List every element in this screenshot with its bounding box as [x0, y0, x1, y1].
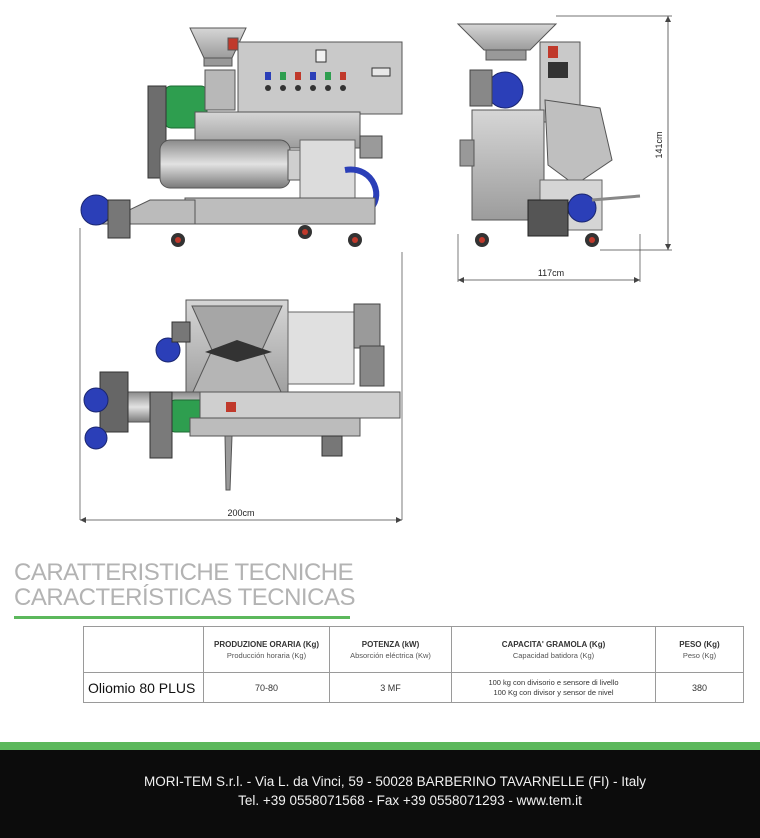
capacity-line-es: 100 Kg con divisor y sensor de nivel — [493, 687, 614, 697]
production-cell: 70-80 — [203, 672, 330, 703]
title-italian: CARATTERISTICHE TECNICHE — [14, 559, 354, 586]
table-row: Oliomio 80 PLUS 70-80 3 MF 100 kg con di… — [83, 672, 744, 703]
title-spanish: CARACTERÍSTICAS TECNICAS — [14, 584, 355, 611]
width-dimension-label: 200cm — [227, 508, 254, 518]
front-view — [80, 27, 403, 247]
header-production-es: Producción horaria (Kg) — [226, 650, 307, 660]
specifications-table: PRODUZIONE ORARIA (Kg) Producción horari… — [83, 626, 744, 703]
header-power-es: Absorción eléctrica (Kw) — [350, 650, 431, 660]
header-capacity-es: Capacidad batidora (Kg) — [512, 650, 595, 660]
capacity-cell: 100 kg con divisorio e sensore di livell… — [451, 672, 656, 703]
height-dimension-label: 141cm — [654, 131, 664, 158]
table-header-production: PRODUZIONE ORARIA (Kg) Producción horari… — [203, 626, 330, 673]
footer-address: MORI-TEM S.r.l. - Via L. da Vinci, 59 - … — [144, 774, 646, 789]
title-underline — [14, 616, 350, 619]
control-panel-buttons — [265, 49, 391, 91]
table-header-weight: PESO (Kg) Peso (Kg) — [655, 626, 744, 673]
table-header-capacity: CAPACITA' GRAMOLA (Kg) Capacidad batidor… — [451, 626, 656, 673]
header-power-it: POTENZA (kW) — [361, 639, 420, 649]
weight-cell: 380 — [655, 672, 744, 703]
technical-drawings: 141cm 117cm 200cm — [79, 15, 672, 523]
header-production-it: PRODUZIONE ORARIA (Kg) — [213, 639, 320, 649]
top-view: 200cm — [79, 228, 403, 523]
header-weight-es: Peso (Kg) — [682, 650, 717, 660]
table-header-row: PRODUZIONE ORARIA (Kg) Producción horari… — [83, 626, 744, 673]
power-cell: 3 MF — [329, 672, 452, 703]
footer: MORI-TEM S.r.l. - Via L. da Vinci, 59 - … — [0, 750, 760, 838]
header-capacity-it: CAPACITA' GRAMOLA (Kg) — [501, 639, 606, 649]
side-view: 141cm 117cm — [456, 15, 672, 283]
table-header-cell-empty — [83, 626, 204, 673]
section-titles: CARATTERISTICHE TECNICHE CARACTERÍSTICAS… — [14, 559, 414, 619]
header-weight-it: PESO (Kg) — [679, 639, 720, 649]
footer-green-band — [0, 742, 760, 750]
footer-contacts: Tel. +39 0558071568 - Fax +39 0558071293… — [238, 793, 582, 808]
model-name-cell: Oliomio 80 PLUS — [83, 672, 204, 703]
depth-dimension-label: 117cm — [538, 268, 564, 278]
capacity-line-it: 100 kg con divisorio e sensore di livell… — [488, 677, 619, 687]
table-header-power: POTENZA (kW) Absorción eléctrica (Kw) — [329, 626, 452, 673]
